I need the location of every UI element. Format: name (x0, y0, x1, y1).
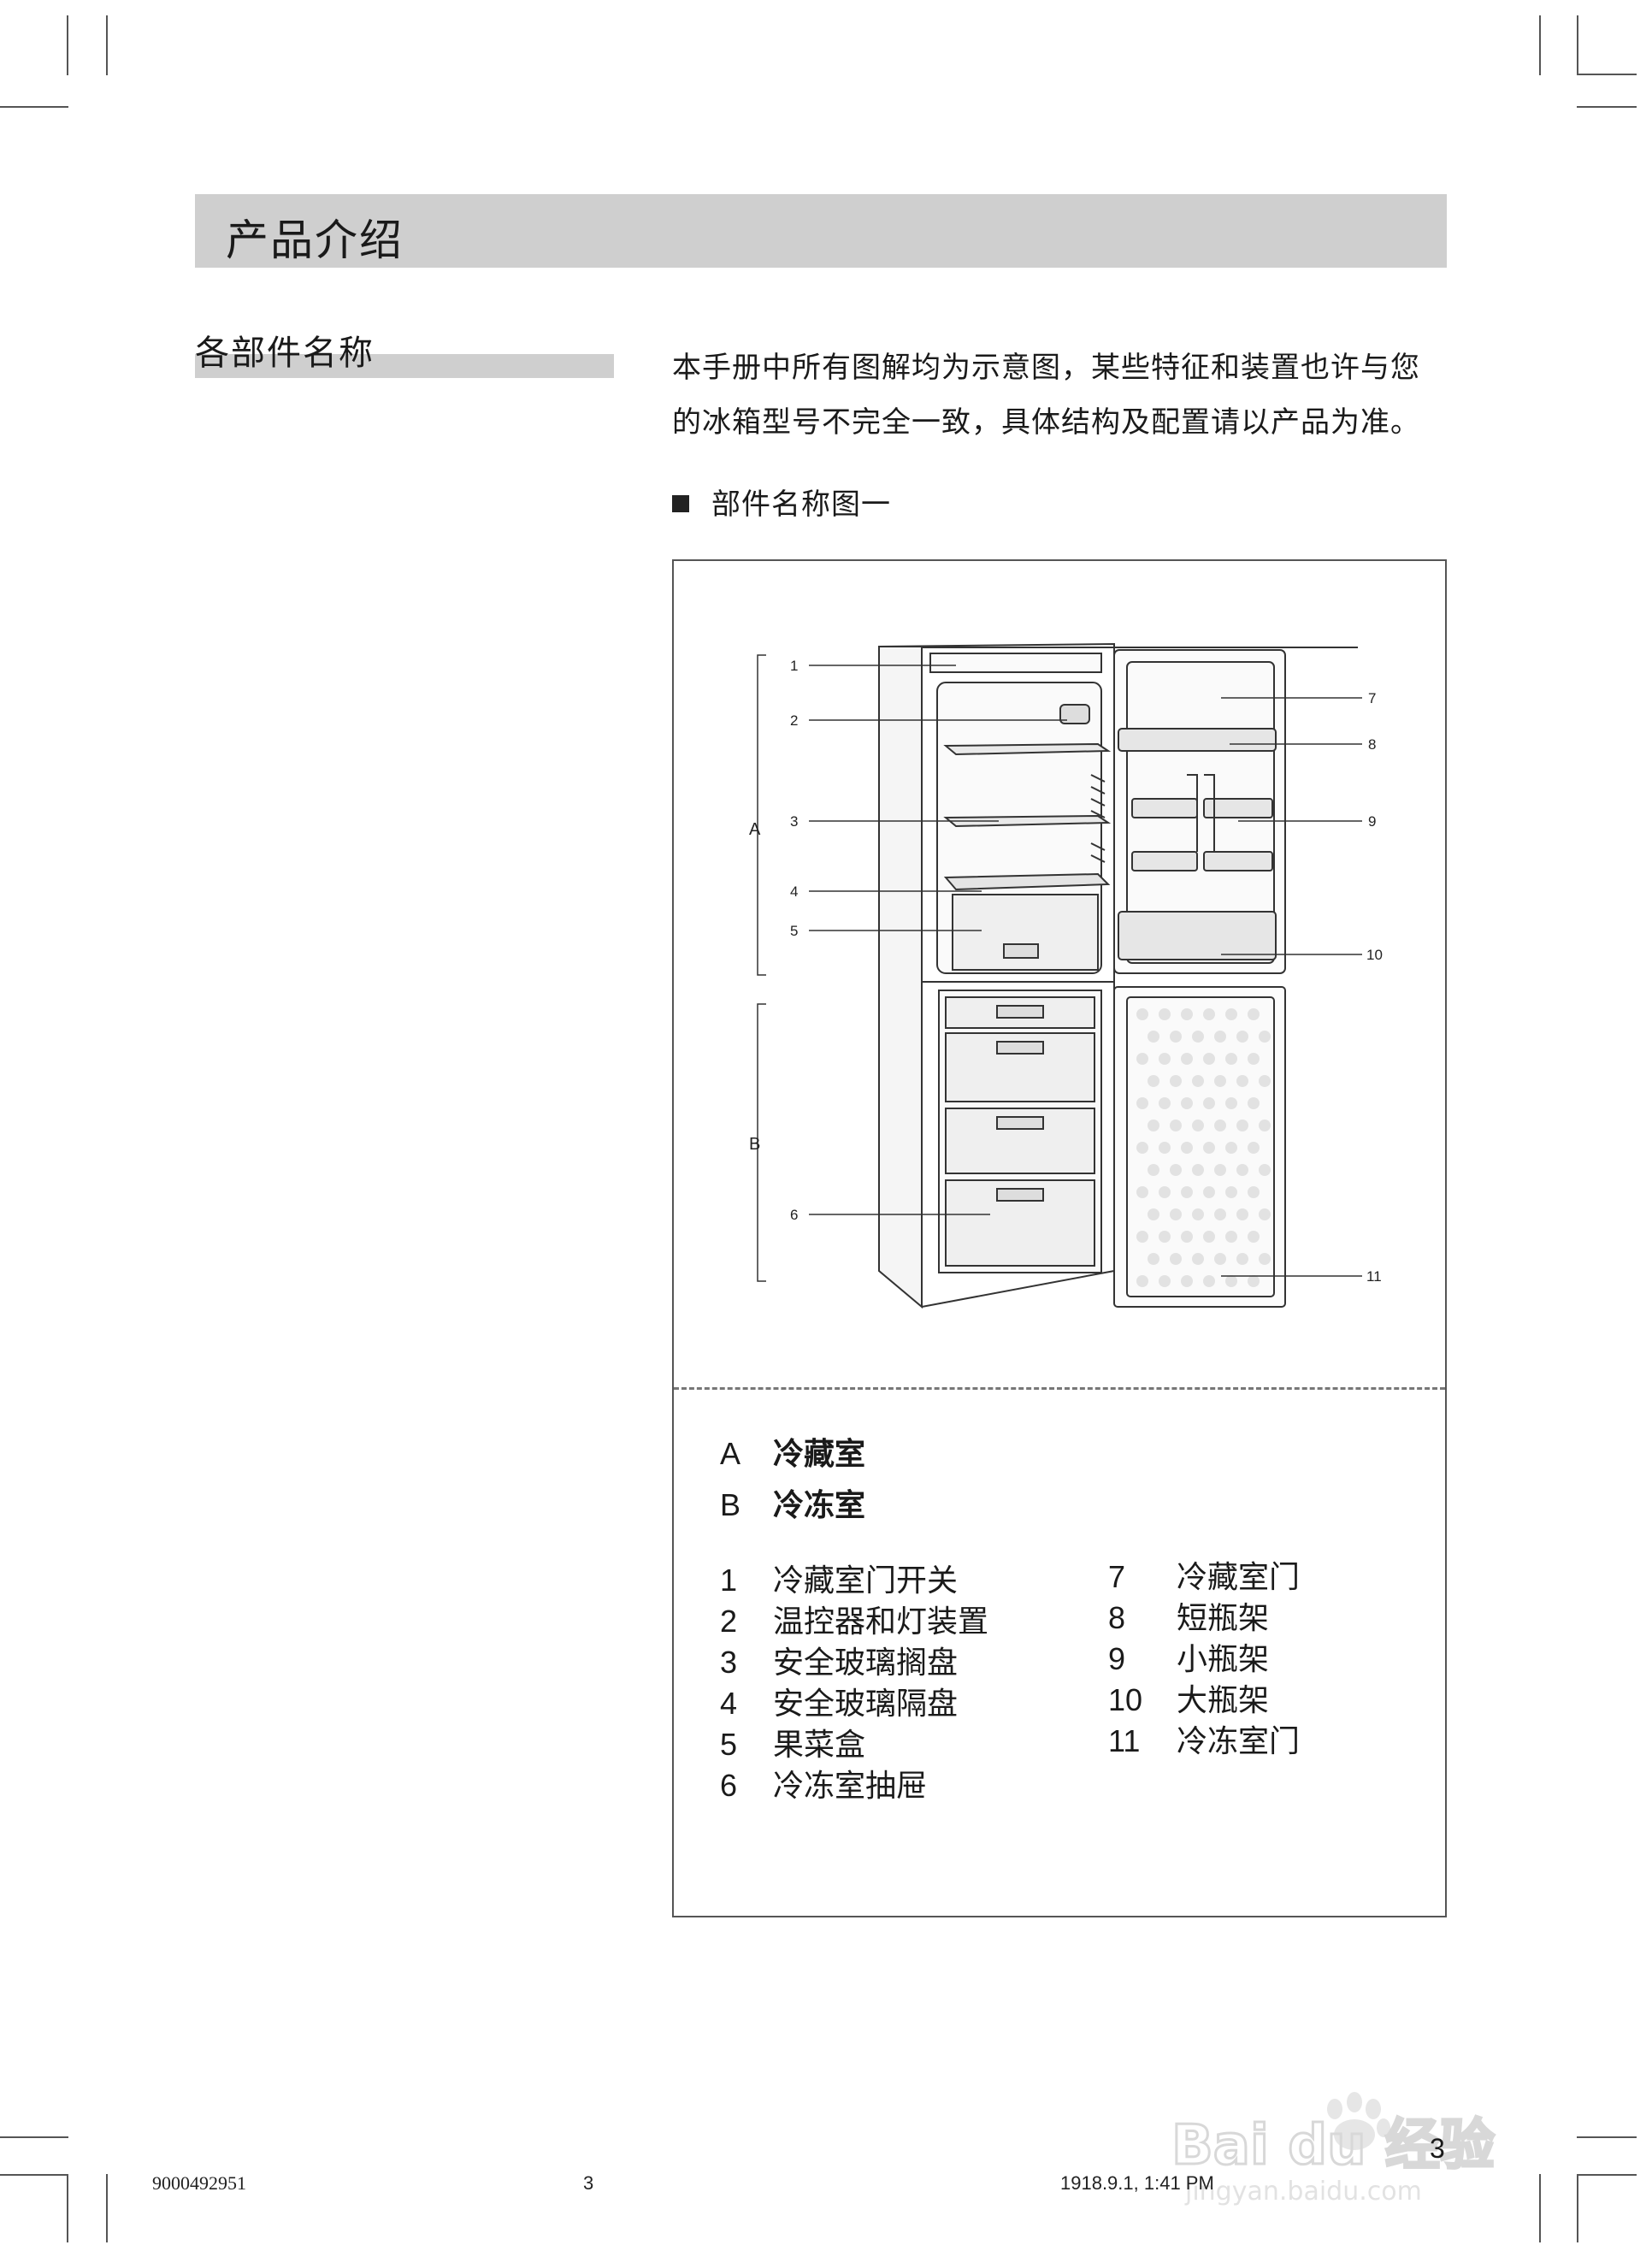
sub-heading-underline (195, 354, 614, 378)
intro-line: 本手册中所有图解均为示意图，某些特征和装置也许与您 (672, 351, 1420, 385)
legend-key: 6 (720, 1768, 738, 1803)
legend-part-2: 2 温控器和灯装置 (720, 1604, 988, 1640)
footer-page: 3 (583, 2172, 594, 2194)
legend-label: 冷藏室 (773, 1437, 866, 1472)
legend-label: 冷冻室门 (1177, 1724, 1301, 1759)
section-header: 产品介绍 (195, 194, 1447, 268)
bracket-a (757, 654, 766, 976)
paw-logo-icon: Bai du 经验 jingyan.baidu.com (1171, 2092, 1496, 2207)
crop-mark (106, 2174, 108, 2242)
crop-mark (1577, 2174, 1637, 2176)
legend-key: 8 (1108, 1600, 1126, 1635)
legend-label: 冷藏室门开关 (773, 1563, 959, 1598)
diagram-label-a: A (749, 820, 761, 839)
legend-part-10: 10 大瓶架 (1108, 1683, 1269, 1718)
legend-key: 3 (720, 1645, 738, 1680)
legend-part-3: 3 安全玻璃搁盘 (720, 1645, 958, 1681)
dashed-separator (674, 1387, 1445, 1390)
crop-mark (67, 15, 68, 75)
crop-mark (1539, 15, 1541, 75)
diagram-label-2: 2 (790, 712, 798, 729)
figure-title: 部件名称图一 (672, 481, 891, 523)
legend-part-11: 11 冷冻室门 (1108, 1724, 1300, 1759)
legend-label: 温控器和灯装置 (773, 1604, 989, 1640)
legend-key: B (720, 1487, 741, 1522)
legend-part-5: 5 果菜盒 (720, 1728, 865, 1763)
footer-doc-code: 9000492951 (152, 2172, 246, 2194)
legend-key: 2 (720, 1604, 738, 1639)
legend-key: A (720, 1436, 741, 1471)
baidu-watermark: Bai du 经验 jingyan.baidu.com (1168, 2087, 1553, 2210)
legend-key: 9 (1108, 1641, 1126, 1676)
fridge-diagram: 1 2 3 4 5 6 7 8 9 10 11 A B (749, 642, 1383, 1309)
diagram-label-3: 3 (790, 813, 798, 830)
figure-title-text: 部件名称图一 (711, 487, 891, 522)
diagram-label-b: B (749, 1135, 760, 1154)
legend-compartment-a: A 冷藏室 (720, 1437, 865, 1472)
diagram-label-8: 8 (1368, 736, 1376, 753)
crop-mark (1577, 74, 1637, 75)
legend-key: 1 (720, 1563, 738, 1598)
legend-label: 冷藏室门 (1177, 1560, 1301, 1595)
diagram-label-5: 5 (790, 923, 798, 939)
legend-label: 安全玻璃搁盘 (773, 1645, 959, 1681)
page-number: 3 (1430, 2133, 1445, 2164)
legend-label: 小瓶架 (1177, 1642, 1270, 1677)
watermark-brand: Bai du 经验 (1171, 2114, 1495, 2177)
legend-key: 4 (720, 1686, 738, 1721)
crop-mark (1577, 2136, 1637, 2138)
crop-mark (1577, 15, 1578, 75)
legend-part-4: 4 安全玻璃隔盘 (720, 1687, 958, 1722)
section-title: 产品介绍 (226, 216, 404, 265)
crop-mark (67, 2174, 68, 2242)
watermark-url: jingyan.baidu.com (1184, 2177, 1422, 2207)
crop-mark (1577, 2174, 1578, 2242)
diagram-label-1: 1 (790, 658, 798, 674)
bracket-b (757, 1003, 766, 1282)
legend-part-7: 7 冷藏室门 (1108, 1560, 1300, 1595)
legend-label: 大瓶架 (1177, 1683, 1270, 1718)
crop-mark (0, 2136, 68, 2138)
legend-label: 冷冻室 (773, 1488, 866, 1523)
legend-part-8: 8 短瓶架 (1108, 1601, 1269, 1636)
legend-part-1: 1 冷藏室门开关 (720, 1563, 958, 1598)
crop-mark (1577, 106, 1637, 108)
legend-key: 7 (1108, 1559, 1126, 1594)
diagram-label-10: 10 (1366, 947, 1383, 963)
footer-timestamp: 1918.9.1, 1:41 PM (1060, 2172, 1214, 2194)
sub-heading-text: 各部件名称 (195, 334, 375, 373)
legend-label: 短瓶架 (1177, 1601, 1270, 1636)
intro-paragraph: 本手册中所有图解均为示意图，某些特征和装置也许与您 的冰箱型号不完全一致，具体结… (672, 340, 1450, 450)
intro-line: 的冰箱型号不完全一致，具体结构及配置请以产品为准。 (672, 405, 1420, 440)
legend-compartment-b: B 冷冻室 (720, 1488, 865, 1523)
diagram-label-7: 7 (1368, 690, 1376, 706)
diagram-label-6: 6 (790, 1207, 798, 1223)
diagram-label-4: 4 (790, 883, 798, 900)
legend-key: 11 (1108, 1723, 1141, 1758)
square-bullet-icon (672, 494, 689, 512)
diagram-label-9: 9 (1368, 813, 1376, 830)
sub-heading: 各部件名称 (195, 325, 375, 375)
crop-mark (0, 106, 68, 108)
crop-mark (1539, 2174, 1541, 2242)
crop-mark (106, 15, 108, 75)
legend-key: 10 (1108, 1682, 1143, 1717)
legend-label: 果菜盒 (773, 1728, 866, 1763)
crop-mark (0, 2174, 68, 2176)
legend-part-6: 6 冷冻室抽屉 (720, 1769, 927, 1804)
diagram-label-11: 11 (1366, 1268, 1382, 1285)
legend-part-9: 9 小瓶架 (1108, 1642, 1269, 1677)
legend-label: 安全玻璃隔盘 (773, 1687, 959, 1722)
legend-label: 冷冻室抽屉 (773, 1769, 928, 1804)
legend-key: 5 (720, 1727, 738, 1762)
